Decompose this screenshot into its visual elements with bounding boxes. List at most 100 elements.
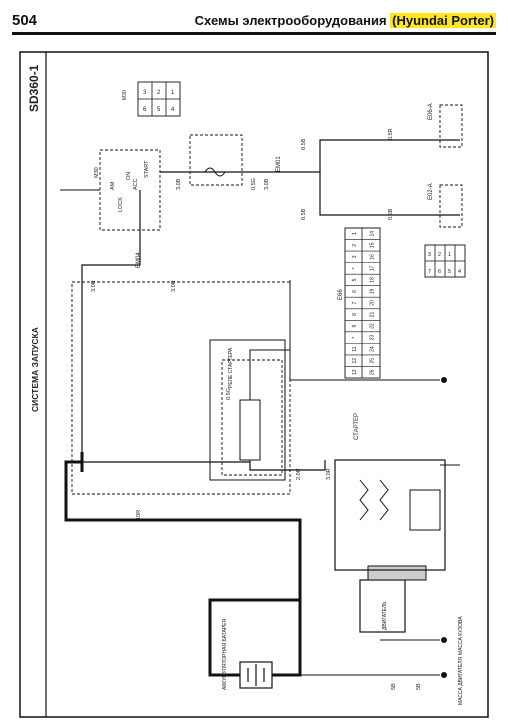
grid-cell-label: 14 [369,231,375,237]
connector-em01: EM01 [276,156,282,172]
header-rule [12,32,496,35]
starter-solenoid [409,489,441,531]
grid-cell-label: 8 [352,313,358,316]
wire-label: 2.0R [296,468,302,480]
connector-grid-cells: 131211*98765*321262524232221201918171615… [345,227,380,375]
wire-right [289,280,440,381]
relay-coil [239,399,261,461]
starter-coil [379,479,389,521]
starter-cable [208,598,300,677]
svg-text:7: 7 [428,269,431,275]
ground-point-right [441,377,447,383]
wire-label: 3.0R [326,468,332,480]
engine-label: ДВИГАТЕЛЬ [382,601,388,630]
ign-terminal-am: AM [110,181,116,190]
flywheel [367,565,427,581]
ground-body-label: МАССА КУЗОВА [458,616,464,655]
grid-cell-label: 16 [369,254,375,260]
starter-coil [359,479,369,521]
battery-label: АККУМУЛЯТОРНАЯ БАТАРЕЯ [222,619,228,690]
svg-text:3: 3 [143,90,147,96]
grid-cell-label: 19 [369,288,375,294]
relay-dashed [221,359,283,476]
wire-label: 5B [416,683,422,690]
grid-cell-label: 21 [369,312,375,318]
relay-label: РЕЛЕ СТАРТЕРА [228,347,234,388]
page-title: Схемы электрооборудования (Hyundai Porte… [195,13,496,28]
grid-cell-label: 15 [369,242,375,248]
connector-e06-dashed [439,104,463,148]
svg-text:5: 5 [157,107,161,113]
svg-text:6: 6 [143,107,147,113]
wire-label: 0.5G [226,388,232,400]
grid-cell-label: 20 [369,300,375,306]
ground-point [441,672,447,678]
wire-label: 3.0B [264,178,270,190]
grid-cell-label: 6 [352,290,358,293]
starter-label: СТАРТЕР [354,413,360,440]
wire-label: 0.5B [301,208,307,220]
small-connector-top: 3 2 1 6 5 4 [137,81,181,117]
wire-ign-feed [81,190,141,452]
ignition-switch-dashed [99,149,161,231]
starter-box [334,459,446,571]
grid-cell-label: 12 [352,358,358,364]
grid-cell-label: 23 [369,335,375,341]
wire-label: 10R [136,510,142,520]
page-header: 504 Схемы электрооборудования (Hyundai P… [12,8,496,34]
system-title: СИСТЕМА ЗАПУСКА [30,327,40,412]
grid-cell-label: 24 [369,346,375,352]
ign-pos-start: START [144,160,150,178]
page-number: 504 [12,12,38,29]
ground-engine-label: МАССА ДВИГАТЕЛЯ [458,656,464,705]
connector-e06: E06-A [428,103,434,120]
grid-cell-label: 25 [369,358,375,364]
grid-cell-label: 7 [352,301,358,304]
wire-top [160,171,460,216]
wire-top-2 [319,139,460,172]
svg-text:6: 6 [438,269,441,275]
wire-label: 0.5R [388,128,394,140]
page-title-brand: (Hyundai Porter) [390,13,496,28]
svg-text:4: 4 [458,269,461,275]
ign-pos-lock: LOCK [118,197,124,212]
connector-e02: E02-A [428,183,434,200]
svg-text:1: 1 [448,252,451,258]
wire-ign [82,460,326,471]
grid-cell-label: 13 [352,369,358,375]
fuse-box-dashed [189,134,243,186]
grid-cell-label: 11 [352,346,358,351]
grid-cell-label: 18 [369,277,375,283]
connector-e02-dashed [439,184,463,228]
wire-label: 3.0R [91,280,97,292]
svg-text:2: 2 [157,90,161,96]
wire-label: 0.5B [301,138,307,150]
connector-e66: E66 [338,289,344,300]
wire-label: 5B [391,683,397,690]
fuse [204,167,226,177]
grid-cell-label: 26 [369,369,375,375]
ign-pos-on: ON [126,172,132,180]
connector-m30: M30 [122,90,128,100]
grid-cell-label: 9 [352,324,358,327]
grid-cell-label: 5 [352,278,358,281]
grid-cell-label: 2 [352,244,358,247]
grid-cell-label: 1 [352,232,358,235]
svg-text:3: 3 [428,252,431,258]
wire-label: 0.5G [251,178,257,190]
wire-label: 0.5B [388,208,394,220]
svg-text:1: 1 [171,90,175,96]
page-title-main: Схемы электрооборудования [194,13,391,28]
grid-cell-label: 3 [352,255,358,258]
grid-cell-label: * [352,337,358,339]
grid-cell-label: 22 [369,323,375,329]
svg-text:2: 2 [438,252,441,258]
svg-text:5: 5 [448,269,451,275]
svg-text:4: 4 [171,107,175,113]
grid-cell-label: 17 [369,265,375,271]
diagram-code: SD360-1 [27,64,41,112]
diagram-frame [19,51,489,718]
ign-terminal-m30: M30 [94,167,100,178]
wire-label: 3.0R [171,280,177,292]
